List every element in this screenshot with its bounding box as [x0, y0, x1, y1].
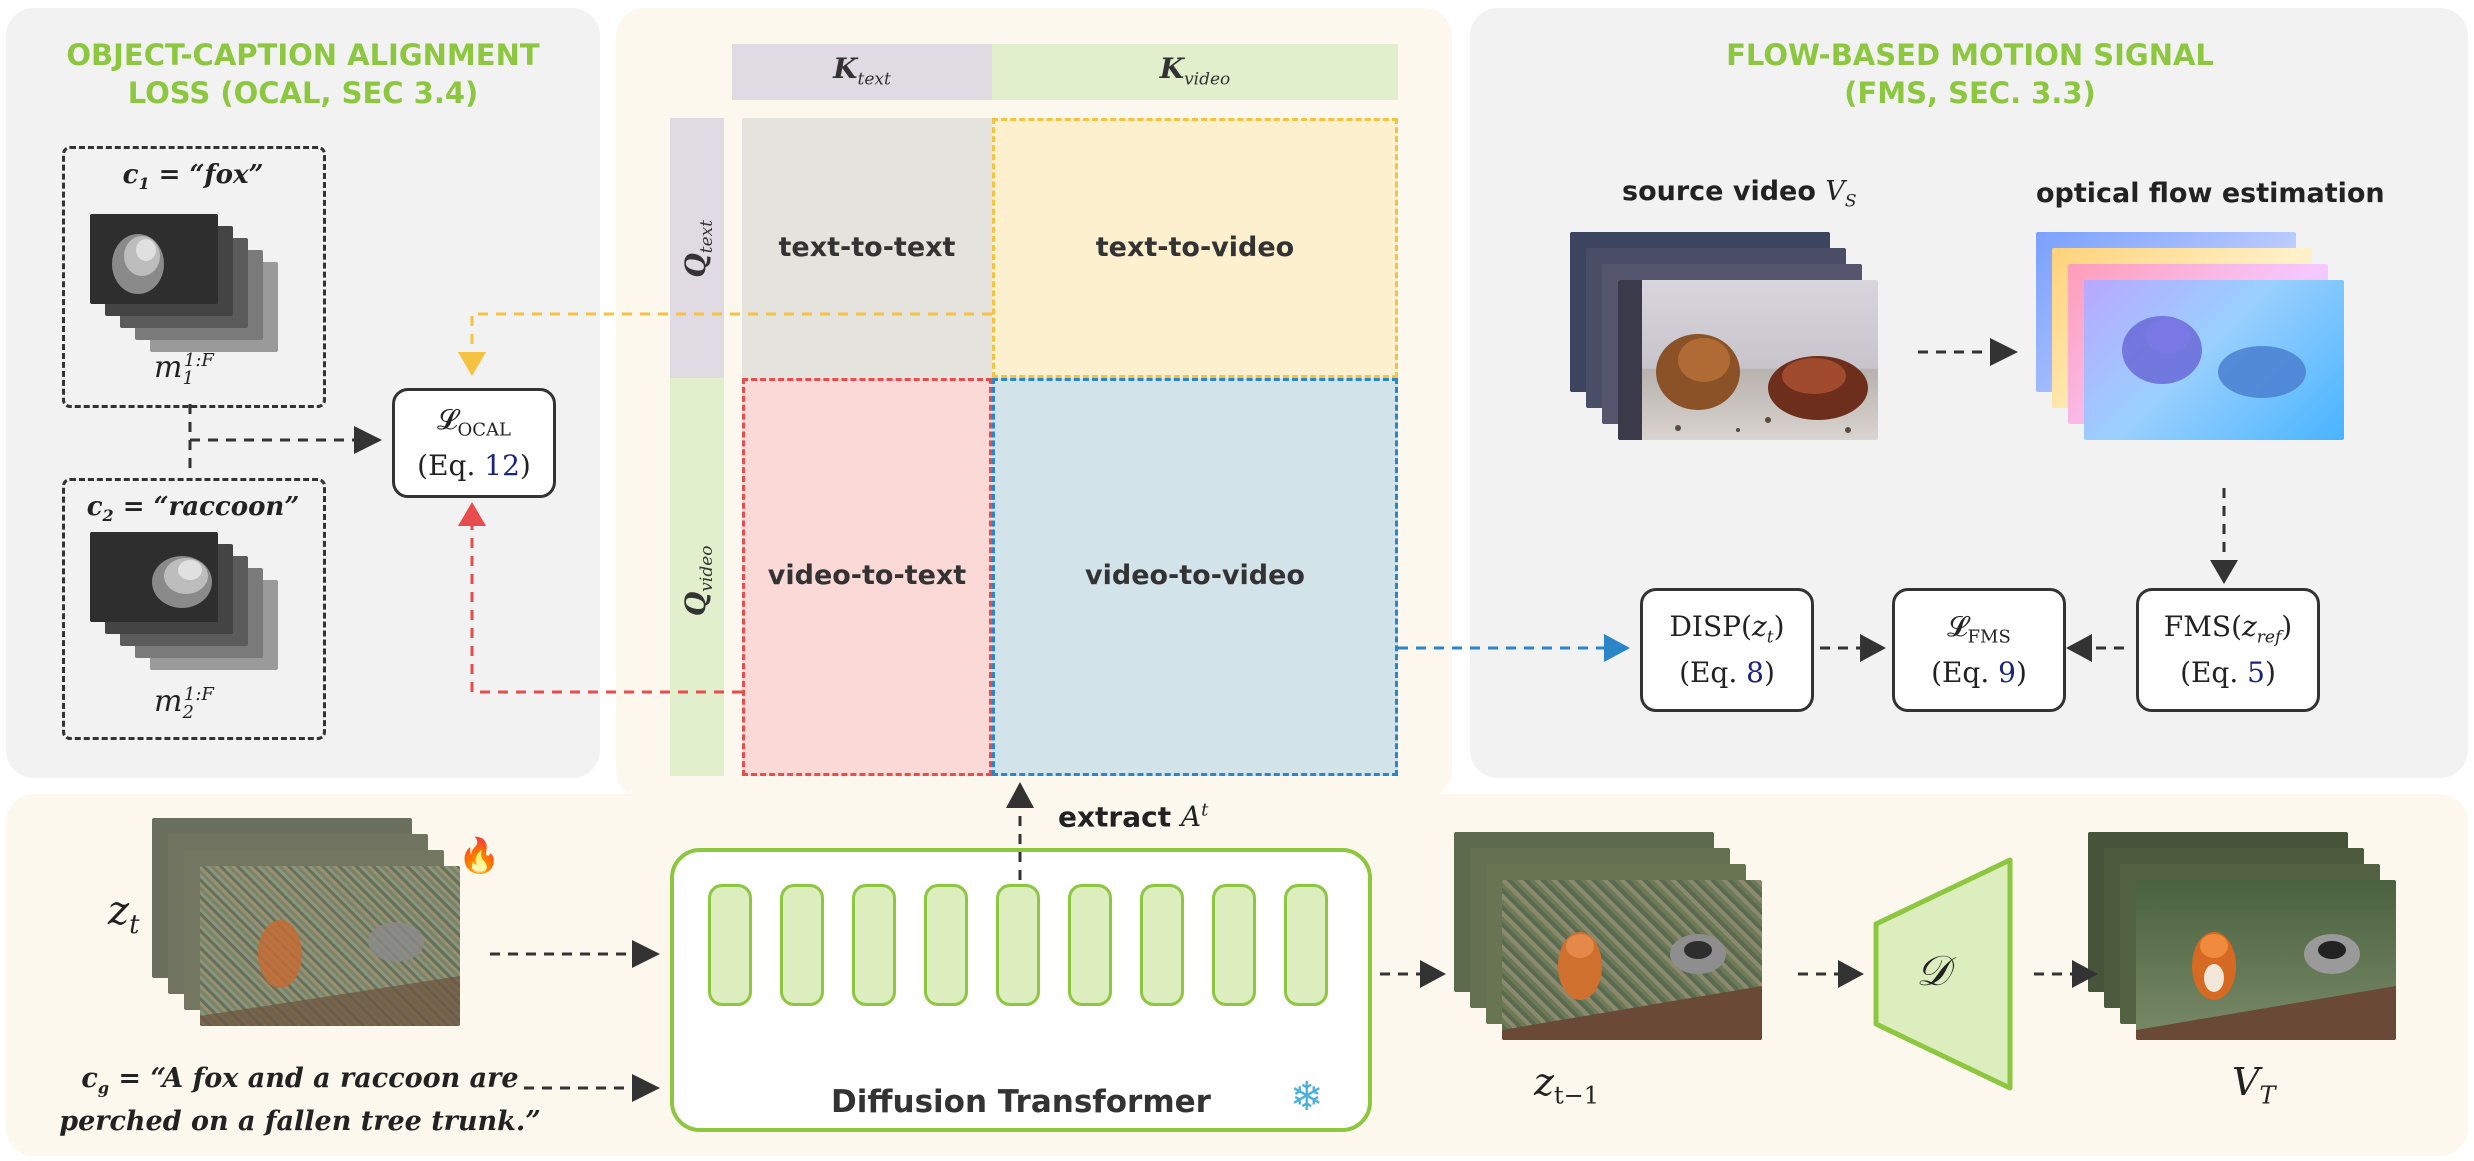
- ocal-title: OBJECT-CAPTION ALIGNMENT LOSS (OCAL, SEC…: [30, 36, 576, 112]
- fms-title-line1: FLOW-BASED MOTION SIGNAL: [1726, 38, 2214, 72]
- fms-box: FMS(zref) (Eq. 5): [2136, 588, 2320, 712]
- mask1-stack: [90, 214, 290, 354]
- col-header-ktext: [732, 44, 992, 100]
- mask2-label: m21:F: [154, 684, 214, 723]
- cell-label-vt: video-to-text: [767, 560, 967, 591]
- decoder-shape: [1873, 857, 2013, 1091]
- fox-mask-shape: [112, 234, 164, 294]
- global-caption-line2: perched on a fallen tree trunk.”: [59, 1106, 541, 1138]
- fms-title: FLOW-BASED MOTION SIGNAL (FMS, SEC. 3.3): [1620, 36, 2320, 112]
- optical-flow-label: optical flow estimation: [2036, 178, 2385, 209]
- cell-video-to-text: [742, 378, 992, 776]
- input-latent-frames: [152, 818, 482, 1058]
- output-latent-frames: [1454, 832, 1784, 1072]
- disp-name: DISP(zt): [1669, 609, 1785, 648]
- row-label-qvideo: Qvideo: [679, 545, 717, 617]
- dit-block: [1140, 884, 1184, 1006]
- cell-label-tv: text-to-video: [1095, 232, 1295, 263]
- denoised-animals: [1502, 932, 1762, 1040]
- mask1-label: m11:F: [154, 350, 214, 389]
- cell-text-to-video: [992, 118, 1398, 378]
- lfms-name: 𝓛FMS: [1947, 609, 2011, 648]
- col-label-kvideo: Kvideo: [1159, 52, 1231, 90]
- denoised-frame: [1502, 880, 1762, 1040]
- global-caption-line1: cg = “A fox and a raccoon are: [81, 1063, 519, 1098]
- dit-block: [708, 884, 752, 1006]
- noisy-animals: [200, 866, 460, 1026]
- ocal-loss-eq: (Eq. 12): [417, 449, 531, 483]
- cell-label-vv: video-to-video: [1085, 560, 1305, 591]
- noisy-frame: [200, 866, 460, 1026]
- dit-block: [780, 884, 824, 1006]
- cell-video-to-video: [992, 378, 1398, 776]
- dit-block: [996, 884, 1040, 1006]
- disp-eq: (Eq. 8): [1679, 656, 1775, 690]
- input-latent-label: zt: [108, 888, 140, 940]
- dit-block: [1284, 884, 1328, 1006]
- disp-box: DISP(zt) (Eq. 8): [1640, 588, 1814, 712]
- decoder-label: 𝒟: [1916, 946, 1950, 995]
- mask2-group: [62, 478, 326, 740]
- dit-block: [924, 884, 968, 1006]
- output-video-frames: [2088, 832, 2418, 1072]
- flow-image: [2122, 316, 2306, 398]
- lfms-eq: (Eq. 9): [1931, 656, 2027, 690]
- frogs-image: [1618, 280, 1868, 440]
- cell-label-tt: text-to-text: [778, 232, 956, 263]
- ocal-loss-name: 𝓛OCAL: [437, 402, 511, 441]
- optical-flow-frames: [2036, 232, 2366, 472]
- lfms-box: 𝓛FMS (Eq. 9): [1892, 588, 2066, 712]
- col-header-kvideo: [992, 44, 1398, 100]
- dit-block: [852, 884, 896, 1006]
- dit-block: [1068, 884, 1112, 1006]
- final-frame: [2136, 880, 2396, 1040]
- mask2-caption: c2 = “raccoon”: [86, 492, 300, 526]
- fire-icon: 🔥: [458, 836, 501, 876]
- fms-title-line2: (FMS, SEC. 3.3): [1844, 76, 2096, 110]
- final-animals: [2136, 932, 2396, 1040]
- mask2-stack: [90, 532, 290, 672]
- dit-block: [1212, 884, 1256, 1006]
- ocal-loss-box: 𝓛OCAL (Eq. 12): [392, 388, 556, 498]
- ocal-title-line2: LOSS (OCAL, SEC 3.4): [127, 76, 479, 110]
- snowflake-icon: ❄: [1290, 1074, 1324, 1120]
- fms-eq: (Eq. 5): [2180, 656, 2276, 690]
- extract-label: extract At: [1058, 800, 1209, 834]
- global-caption: cg = “A fox and a raccoon are perched on…: [40, 1062, 560, 1139]
- mask1-caption: c1 = “fox”: [122, 160, 264, 194]
- col-label-ktext: Ktext: [833, 52, 891, 90]
- ocal-title-line1: OBJECT-CAPTION ALIGNMENT: [66, 38, 540, 72]
- output-latent-label: zt−1: [1534, 1060, 1600, 1110]
- row-label-qtext: Qtext: [679, 219, 717, 278]
- source-video-frames: [1570, 232, 1900, 472]
- raccoon-mask-shape: [152, 556, 212, 608]
- dit-label: Diffusion Transformer: [831, 1084, 1211, 1120]
- output-video-label: VT: [2232, 1060, 2276, 1110]
- fms-name: FMS(zref): [2163, 609, 2293, 648]
- source-video-label: source video VS: [1622, 176, 1857, 212]
